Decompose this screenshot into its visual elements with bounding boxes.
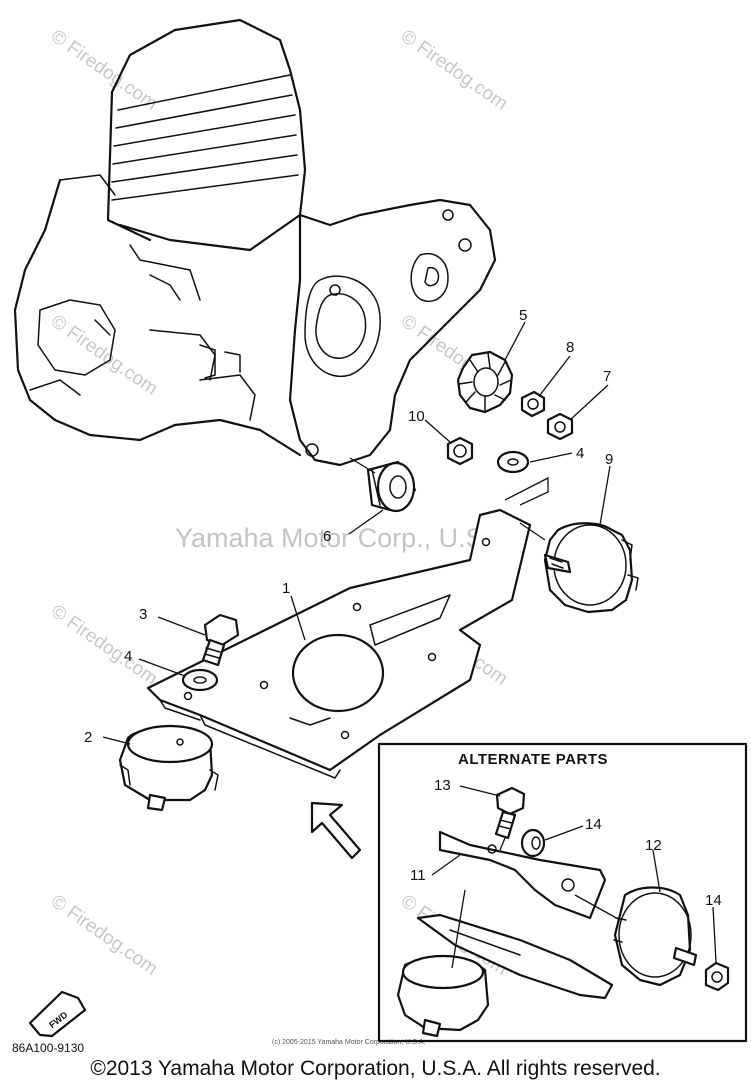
watermark: © Firedog.com	[47, 891, 161, 980]
part-6-damper	[366, 460, 417, 513]
callout-11: 11	[410, 867, 426, 884]
callout-1: 1	[282, 580, 290, 597]
watermark: © Firedog.com	[47, 311, 161, 400]
engine-outline	[13, 18, 497, 467]
part-1-plate	[146, 476, 549, 779]
callout-10: 10	[408, 408, 425, 425]
small-copyright: (c) 2005-2015 Yamaha Motor Corporation, …	[272, 1039, 425, 1046]
callout-8: 8	[566, 339, 574, 356]
part-10-nut	[446, 436, 474, 466]
fwd-badge: FWD	[28, 990, 87, 1038]
part-3-bolt	[201, 613, 240, 667]
callout-14-lower: 14	[705, 892, 722, 909]
callout-9: 9	[605, 451, 613, 468]
part-8-nut	[520, 390, 546, 418]
callout-leaders	[102, 321, 717, 963]
direction-arrow	[310, 801, 362, 860]
callout-2: 2	[84, 729, 92, 746]
callout-4-upper: 4	[576, 445, 584, 462]
callout-7: 7	[603, 368, 611, 385]
callout-3: 3	[139, 606, 147, 623]
callout-5: 5	[519, 307, 527, 324]
callout-13: 13	[434, 777, 451, 794]
part-4-washer-lower	[181, 668, 219, 692]
part-4-washer-upper	[496, 450, 530, 474]
callout-14-upper: 14	[585, 816, 602, 833]
watermark: © Firedog.com	[47, 26, 161, 115]
callout-6: 6	[323, 528, 331, 545]
alternate-parts-title: ALTERNATE PARTS	[458, 751, 608, 768]
copyright-footer: ©2013 Yamaha Motor Corporation, U.S.A. A…	[90, 1057, 661, 1080]
diagram-code: 86A100-9130	[12, 1041, 84, 1055]
callouts: 1 2 3 4 5 6 7 8 9 10 4 11 12 13 14 14	[84, 307, 722, 909]
center-watermark: Yamaha Motor Corp., U.S.A.	[175, 523, 517, 553]
callout-12: 12	[645, 837, 662, 854]
watermark: © Firedog.com	[397, 26, 511, 115]
part-5-gear	[456, 350, 514, 414]
part-7-nut	[546, 412, 574, 441]
alternate-parts-box: ALTERNATE PARTS	[377, 742, 748, 1043]
part-2-mount	[118, 724, 219, 812]
callout-4-lower: 4	[124, 648, 132, 665]
part-9-mount	[543, 522, 639, 614]
